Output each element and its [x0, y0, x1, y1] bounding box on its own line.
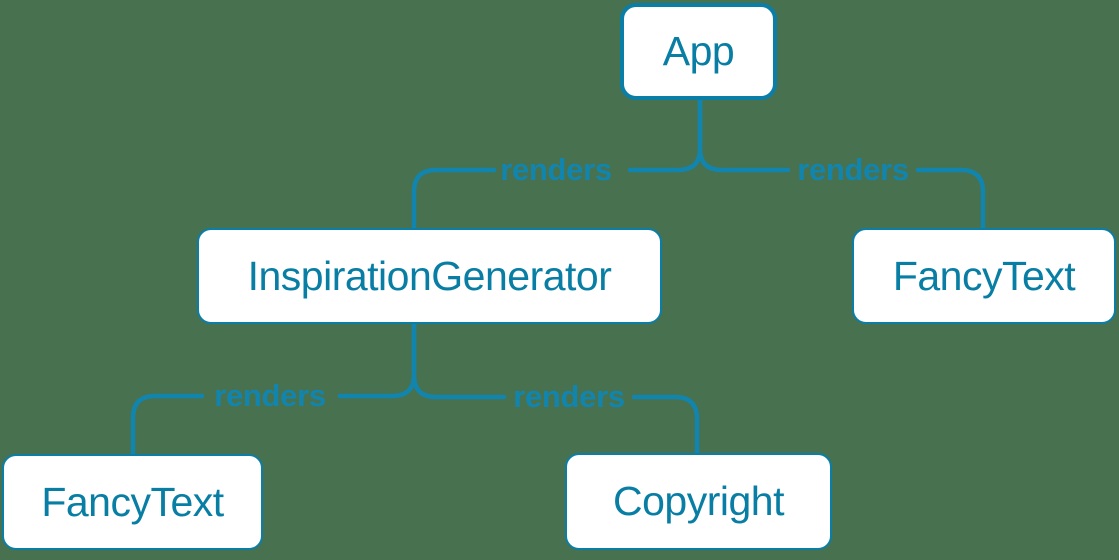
tree-node-inspiration-generator: InspirationGenerator: [197, 228, 662, 324]
edge-app-to-fancytext: [697, 97, 986, 231]
edge-inspirationgenerator-to-copyright: [411, 321, 700, 456]
tree-node-fancy-text-bottom-label: FancyText: [41, 478, 224, 525]
tree-node-fancy-text-top: FancyText: [852, 228, 1116, 324]
edge-label-renders: renders: [214, 378, 326, 413]
tree-node-app: App: [620, 3, 777, 100]
edge-label-renders: renders: [513, 379, 625, 414]
tree-node-fancy-text-bottom: FancyText: [2, 454, 263, 550]
tree-node-app-label: App: [662, 28, 735, 74]
tree-node-inspiration-generator-label: InspirationGenerator: [247, 252, 612, 299]
edge-label-renders: renders: [797, 152, 909, 187]
edge-label-renders: renders: [500, 152, 612, 187]
tree-node-fancy-text-top-label: FancyText: [892, 252, 1076, 299]
tree-node-copyright: Copyright: [565, 453, 832, 550]
tree-node-copyright-label: Copyright: [613, 478, 784, 524]
